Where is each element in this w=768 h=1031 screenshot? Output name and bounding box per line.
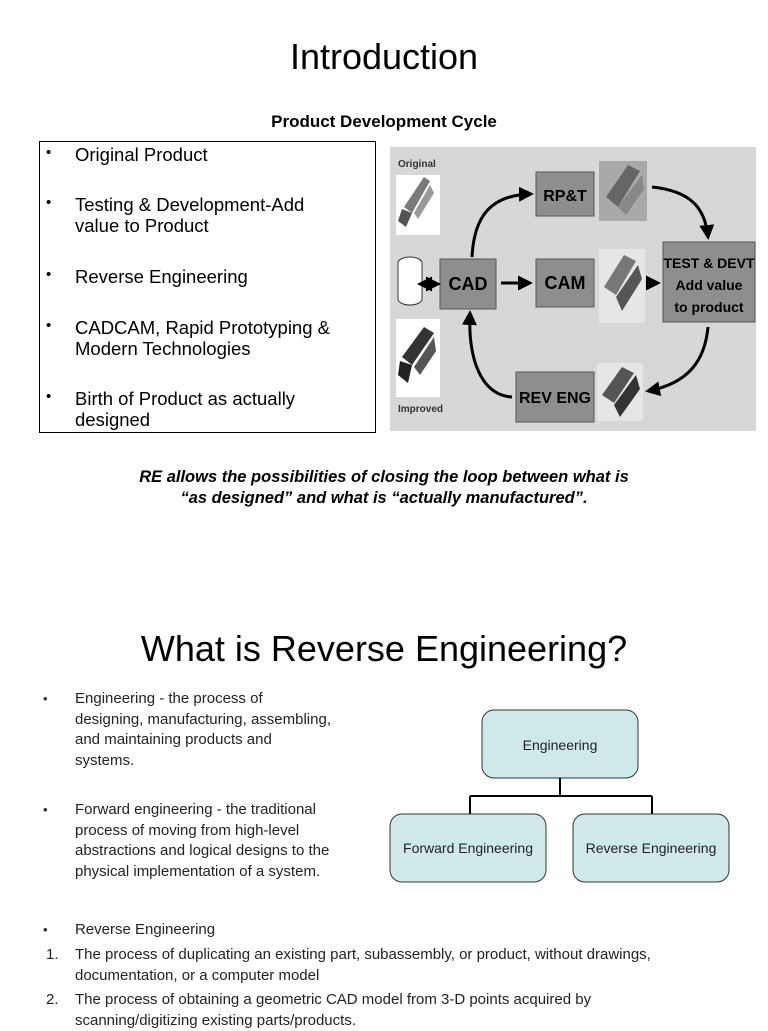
text-line: designing, manufacturing, assembling, (75, 710, 331, 731)
intro-title: Introduction (0, 36, 768, 78)
quote-line-2: “as designed” and what is “actually manu… (0, 488, 768, 509)
cam-part-image (599, 249, 645, 323)
list-item-text: CADCAM, Rapid Prototyping & Modern Techn… (75, 317, 373, 359)
rev-eng-box-label: REV ENG (519, 390, 591, 407)
original-part-image (396, 175, 440, 235)
text-line: documentation, or a computer model (75, 966, 745, 987)
list-item-text: Reverse Engineering (75, 266, 373, 287)
scan-cylinder-image (398, 257, 422, 305)
improved-label: Improved (398, 404, 443, 415)
test-devt-line3: to product (674, 299, 744, 315)
bullet-icon: • (46, 264, 51, 285)
item-number: 2. (46, 990, 59, 1011)
text-line: systems. (75, 751, 331, 772)
forward-engineering-definition: Forward engineering - the traditional pr… (75, 800, 329, 882)
reverse-engineering-heading: Reverse Engineering (75, 920, 215, 941)
rev-eng-part-image (597, 363, 643, 421)
forward-engineering-node-label: Forward Engineering (403, 840, 533, 856)
text-line: and maintaining products and (75, 730, 331, 751)
list-item-text: Testing & Development-Add value to Produ… (75, 194, 350, 236)
quote-line-1: RE allows the possibilities of closing t… (0, 467, 768, 488)
engineering-definition: Engineering - the process of designing, … (75, 689, 331, 771)
rpt-box-label: RP&T (543, 188, 587, 205)
bullet-icon: • (46, 386, 51, 407)
text-line: process of moving from high-level (75, 821, 329, 842)
rpt-part-image (599, 161, 647, 221)
cad-box-label: CAD (449, 274, 488, 294)
text-line: The process of duplicating an existing p… (75, 945, 745, 966)
improved-part-image (396, 319, 440, 397)
list-item-text: Birth of Product as actually designed (75, 388, 340, 430)
text-line: physical implementation of a system. (75, 862, 329, 883)
item-text: The process of duplicating an existing p… (75, 945, 745, 986)
cam-box-label: CAM (545, 273, 586, 293)
text-line: Engineering - the process of (75, 689, 331, 710)
text-line: scanning/digitizing existing parts/produ… (75, 1011, 745, 1031)
bullet-icon: • (46, 142, 51, 163)
item-number: 1. (46, 945, 59, 966)
engineering-tree-diagram: Engineering Forward Engineering Reverse … (385, 705, 735, 890)
text-line: abstractions and logical designs to the (75, 841, 329, 862)
original-label: Original (398, 159, 436, 170)
engineering-node-label: Engineering (523, 737, 598, 753)
list-item-text: Original Product (75, 144, 373, 165)
bullet-icon: • (46, 315, 51, 336)
text-line: The process of obtaining a geometric CAD… (75, 990, 745, 1011)
bullet-list-box: • Original Product • Testing & Developme… (39, 141, 376, 433)
product-development-cycle-heading: Product Development Cycle (0, 112, 768, 132)
bullet-icon: • (46, 192, 51, 213)
test-devt-line2: Add value (676, 277, 743, 293)
bullet-icon: • (43, 689, 48, 710)
bullet-icon: • (43, 800, 48, 821)
reverse-engineering-node-label: Reverse Engineering (586, 840, 717, 856)
what-is-re-title: What is Reverse Engineering? (0, 628, 768, 670)
product-cycle-diagram: Original Improved CAD RP&T CAM TEST & DE… (390, 147, 756, 431)
bullet-icon: • (43, 920, 48, 941)
closing-loop-statement: RE allows the possibilities of closing t… (0, 467, 768, 509)
text-line: Forward engineering - the traditional (75, 800, 329, 821)
test-devt-line1: TEST & DEVT (663, 255, 754, 271)
item-text: The process of obtaining a geometric CAD… (75, 990, 745, 1031)
